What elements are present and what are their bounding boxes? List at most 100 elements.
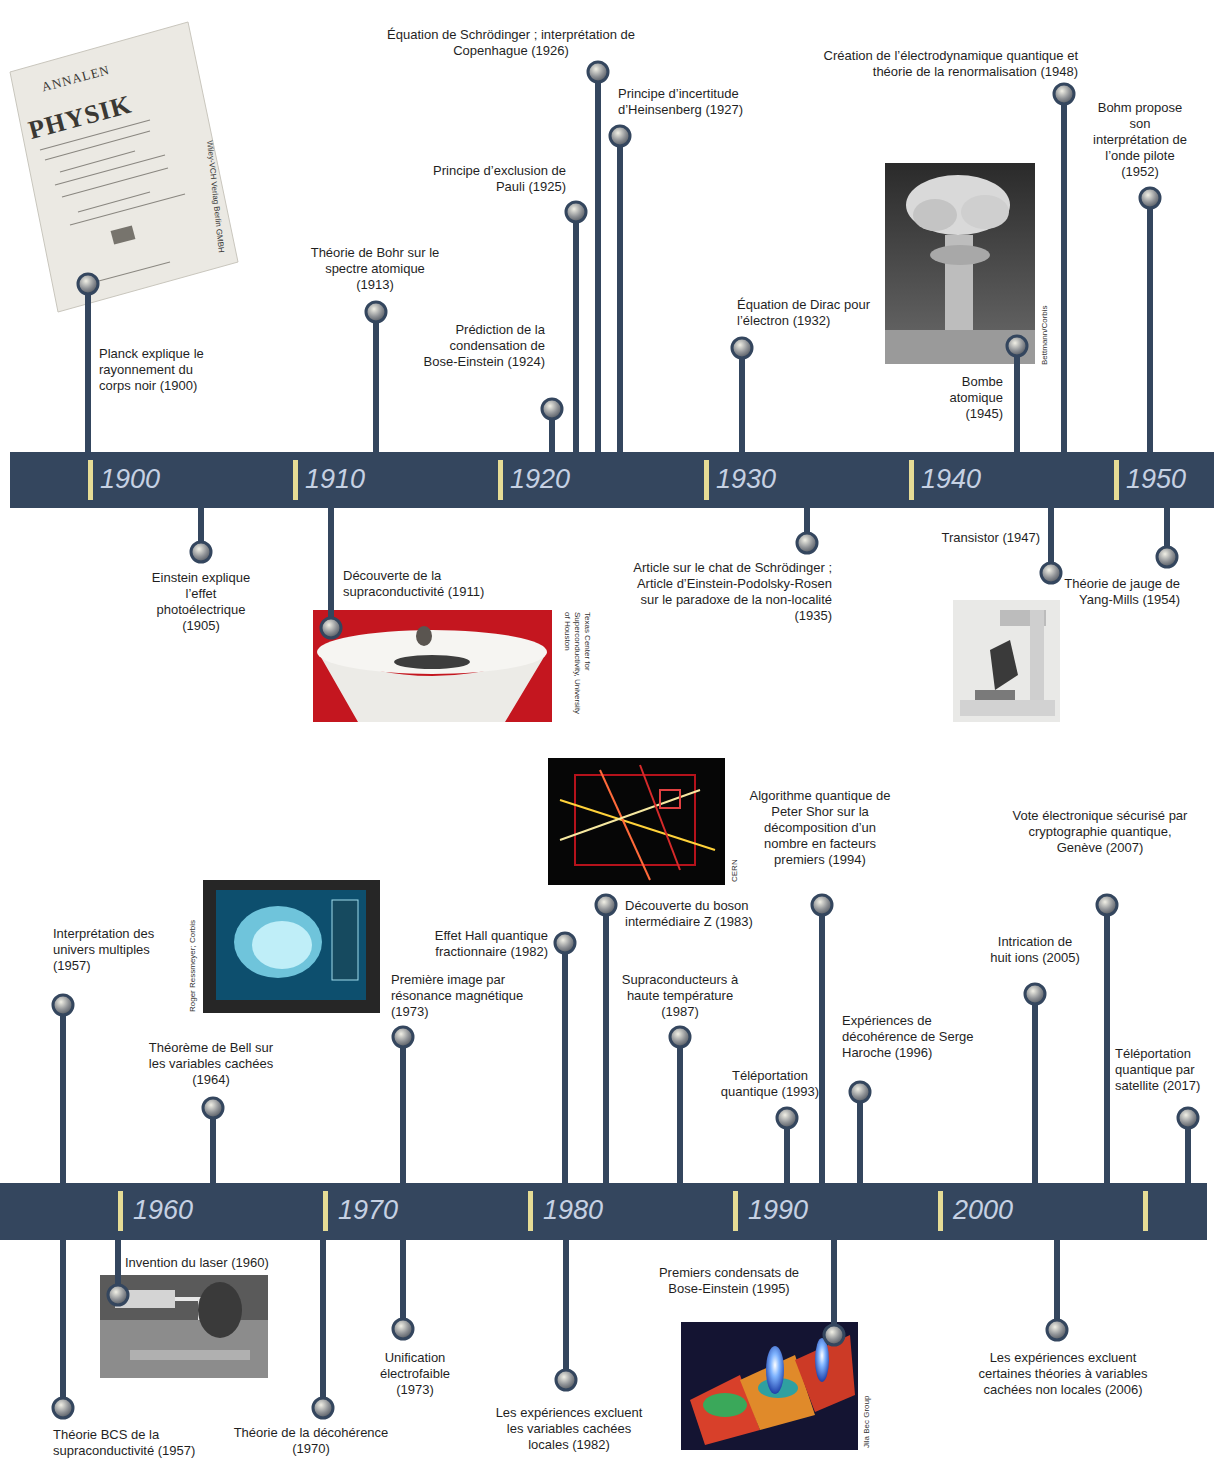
photo-credit: Roger Ressmeyer; Corbis — [188, 920, 198, 1012]
decade-label: 1930 — [716, 463, 776, 495]
timeline-dot — [108, 1285, 128, 1305]
laser-photo — [100, 1275, 268, 1378]
decade-label: 1960 — [133, 1194, 193, 1226]
timeline-dot — [556, 1370, 576, 1390]
timeline-dot — [78, 274, 98, 294]
timeline-stem — [373, 312, 379, 452]
event-label: Équation de Dirac pour l’électron (1932) — [737, 297, 877, 329]
decade-label: 1980 — [543, 1194, 603, 1226]
timeline-stem — [677, 1037, 683, 1183]
timeline-dot — [824, 1325, 844, 1345]
event-label: Einstein explique l’effet photoélectriqu… — [141, 570, 261, 634]
decade-tick — [909, 460, 914, 500]
condensate-image — [681, 1322, 858, 1450]
decade-label: 1940 — [921, 463, 981, 495]
event-label: Supraconducteurs à haute température (19… — [610, 972, 750, 1020]
decade-tick — [1143, 1191, 1148, 1231]
decade-tick — [704, 460, 709, 500]
photo-credit: Bettmann/Corbis — [1040, 305, 1050, 365]
event-label: Effet Hall quantique fractionnaire (1982… — [418, 928, 548, 960]
decade-label: 1950 — [1126, 463, 1186, 495]
timeline-stem — [1014, 346, 1020, 452]
event-label: Les expériences excluent les variables c… — [494, 1405, 644, 1453]
event-label: Découverte de la supraconductivité (1911… — [343, 568, 533, 600]
decade-tick — [293, 460, 298, 500]
event-label: Algorithme quantique de Peter Shor sur l… — [745, 788, 895, 868]
particle-event-photo — [548, 758, 725, 885]
event-label: Les expériences excluent certaines théor… — [968, 1350, 1158, 1398]
timeline-stem — [1032, 994, 1038, 1183]
timeline-dot — [812, 895, 832, 915]
timeline-dot — [566, 202, 586, 222]
timeline-stem — [595, 72, 601, 452]
transistor-photo — [953, 600, 1060, 722]
timeline-stem — [819, 905, 825, 1183]
photo-credit: Texas Center for Superconductivity, Univ… — [562, 612, 592, 722]
timeline-stem — [1147, 198, 1153, 452]
event-label: Article sur le chat de Schrödinger ; Art… — [617, 560, 832, 624]
timeline-stem — [1054, 1240, 1060, 1330]
event-label: Création de l’électrodynamique quantique… — [798, 48, 1078, 80]
timeline-stem — [831, 1240, 837, 1335]
timeline-stem — [603, 905, 609, 1183]
timeline-stem — [573, 212, 579, 452]
event-label: Théorie de jauge de Yang-Mills (1954) — [1060, 576, 1180, 608]
event-label: Invention du laser (1960) — [125, 1255, 305, 1271]
event-label: Téléportation quantique (1993) — [720, 1068, 820, 1100]
timeline-stem — [400, 1037, 406, 1183]
decade-label: 2000 — [953, 1194, 1013, 1226]
timeline-dot — [393, 1319, 413, 1339]
timeline-dot — [1041, 563, 1061, 583]
timeline-dot — [321, 618, 341, 638]
decade-label: 1990 — [748, 1194, 808, 1226]
mri-photo — [203, 880, 380, 1013]
timeline-stem — [328, 508, 334, 628]
event-label: Prédiction de la condensation de Bose-Ei… — [415, 322, 545, 370]
timeline-dot — [313, 1398, 333, 1418]
timeline-dot — [53, 1398, 73, 1418]
photo-credit: CERN — [730, 859, 740, 882]
event-label: Planck explique le rayonnement du corps … — [99, 346, 211, 394]
timeline-stem — [320, 1240, 326, 1408]
timeline-dot — [777, 1108, 797, 1128]
event-label: Bohm propose son interprétation de l’ond… — [1090, 100, 1190, 180]
decade-tick — [528, 1191, 533, 1231]
timeline-band: 190019101920193019401950 — [10, 452, 1214, 508]
event-label: Équation de Schrödinger ; interprétation… — [386, 27, 636, 59]
timeline-dot — [393, 1027, 413, 1047]
timeline-dot — [366, 302, 386, 322]
timeline-dot — [53, 995, 73, 1015]
decade-label: 1900 — [100, 463, 160, 495]
timeline-stem — [85, 284, 91, 452]
timeline-dot — [1007, 336, 1027, 356]
timeline-dot — [1140, 188, 1160, 208]
timeline-dot — [1047, 1320, 1067, 1340]
timeline-dot — [1157, 547, 1177, 567]
timeline-dot — [732, 338, 752, 358]
event-label: Principe d’exclusion de Pauli (1925) — [416, 163, 566, 195]
event-label: Théorie de la décohérence (1970) — [231, 1425, 391, 1457]
event-label: Téléportation quantique par satellite (2… — [1115, 1046, 1207, 1094]
timeline-band: 1960 1970 1980 1990 2000 — [0, 1183, 1207, 1240]
timeline-dot — [1025, 984, 1045, 1004]
decade-label: 1970 — [338, 1194, 398, 1226]
event-label: Expériences de décohérence de Serge Haro… — [842, 1013, 992, 1061]
decade-label: 1910 — [305, 463, 365, 495]
timeline-dot — [203, 1098, 223, 1118]
timeline-dot — [542, 399, 562, 419]
timeline-stem — [562, 943, 568, 1183]
event-label: Théorie de Bohr sur le spectre atomique … — [310, 245, 440, 293]
decade-tick — [1114, 460, 1119, 500]
decade-tick — [938, 1191, 943, 1231]
timeline-stem — [857, 1092, 863, 1183]
event-label: Théorème de Bell sur les variables caché… — [146, 1040, 276, 1088]
decade-tick — [498, 460, 503, 500]
event-label: Première image par résonance magnétique … — [391, 972, 551, 1020]
event-label: Interprétation des univers multiples (19… — [53, 926, 163, 974]
event-label: Bombe atomique (1945) — [923, 374, 1003, 422]
event-label: Principe d’incertitude d’Heinsenberg (19… — [618, 86, 768, 118]
timeline-dot — [797, 533, 817, 553]
timeline-dot — [191, 542, 211, 562]
levitation-photo — [313, 610, 552, 722]
